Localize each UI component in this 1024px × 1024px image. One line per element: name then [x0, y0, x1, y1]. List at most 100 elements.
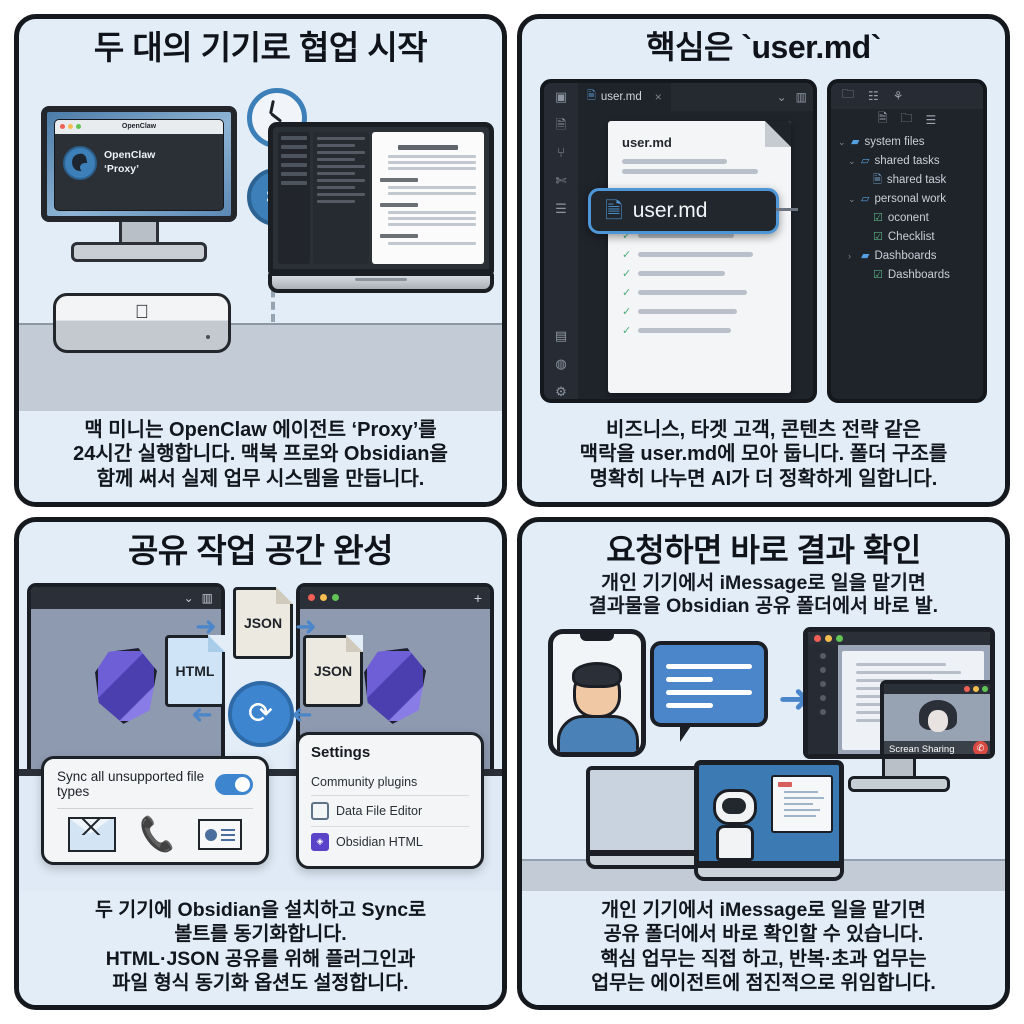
- check-icon: ✓: [622, 229, 632, 242]
- panel-2-artwork: ▣ 🗎 ⑂ ✄ ☰ ▤ ◍ ⚙ 🗎 u: [522, 69, 1005, 411]
- user-md-callout[interactable]: 🗎 user.md: [588, 187, 798, 234]
- split-pane-icon[interactable]: ▥: [201, 590, 213, 605]
- tree-item-label: shared tasks: [874, 154, 940, 167]
- folder-open-icon: ▱: [861, 154, 870, 167]
- new-tab-icon[interactable]: +: [473, 589, 482, 606]
- settings-card-title: Settings: [311, 744, 371, 762]
- panel-4-artwork: ➜: [522, 623, 1005, 892]
- vault-icon[interactable]: ▤: [554, 327, 568, 343]
- graph-icon[interactable]: ⚘: [892, 88, 904, 103]
- screen-share-window: Screan Sharing ✆: [880, 680, 990, 755]
- panel-2-title: 핵심은 `user.md`: [646, 29, 881, 65]
- contact-card-icon: [198, 819, 243, 851]
- obsidian-rail: [278, 131, 310, 264]
- close-dot-icon[interactable]: [308, 594, 315, 602]
- right-window-titlebar: +: [300, 586, 490, 609]
- checklist-icon: ☑: [873, 268, 883, 281]
- tree-item[interactable]: ☑Dashboards: [836, 266, 978, 285]
- tab-user-md[interactable]: 🗎 user.md ×: [578, 82, 671, 111]
- openclaw-logo-icon: [63, 145, 97, 180]
- call-participant-avatar: [919, 700, 957, 733]
- obsidian-left-rail: ▣ 🗎 ⑂ ✄ ☰ ▤ ◍ ⚙: [544, 82, 578, 399]
- maximize-dot-icon[interactable]: [76, 124, 81, 130]
- sidebar-toggle-icon[interactable]: ▣: [554, 88, 568, 104]
- tree-item[interactable]: ⌄ ▱ shared tasks: [836, 152, 978, 171]
- window-title: OpenClaw: [121, 123, 157, 131]
- folder-icon: ▰: [851, 135, 860, 148]
- laptop-screen: [268, 121, 494, 274]
- chevron-down-icon[interactable]: ⌄: [776, 89, 787, 104]
- callout-label: user.md: [632, 198, 708, 222]
- chevron-down-icon[interactable]: ⌄: [848, 155, 856, 166]
- chevron-down-icon[interactable]: ⌄: [183, 590, 194, 605]
- imessage-bubble: [650, 641, 768, 743]
- new-folder-icon[interactable]: 🗀: [900, 111, 913, 126]
- window-titlebar: OpenClaw: [55, 119, 223, 134]
- doc-heading-bar: [398, 144, 458, 150]
- settings-row-obsidian-html[interactable]: ◈ Obsidian HTML: [311, 826, 469, 857]
- panel-2: 핵심은 `user.md` ▣ 🗎 ⑂ ✄ ☰ ▤ ◍ ⚙: [517, 14, 1010, 507]
- imac-titlebar: [808, 632, 990, 646]
- tree-item[interactable]: ☑oconent: [836, 209, 978, 228]
- settings-gear-icon[interactable]: ⚙: [555, 383, 567, 399]
- tree-item[interactable]: 🗎shared task: [836, 171, 978, 190]
- window-content: OpenClaw ‘Proxy’: [55, 134, 223, 192]
- help-icon[interactable]: ◍: [555, 355, 567, 371]
- folder-icon: ▰: [861, 249, 870, 262]
- imac-screen: Screan Sharing ✆: [803, 627, 995, 760]
- editor-tabbar: 🗎 user.md × ⌄ ▥: [578, 82, 813, 111]
- divider: [57, 808, 253, 810]
- panel-1: 두 대의 기기로 협업 시작 OpenClaw: [14, 14, 507, 507]
- file-type-icons: 📞: [57, 815, 253, 855]
- tree-item[interactable]: ›▰Dashboards: [836, 247, 978, 266]
- folder-icon[interactable]: 🗀: [842, 87, 855, 102]
- tree-item-label: system files: [864, 135, 925, 148]
- sync-toggle-row[interactable]: Sync all unsupported file types: [57, 769, 253, 799]
- minimize-dot-icon[interactable]: [320, 594, 327, 602]
- obsidian-file-tree: [313, 131, 369, 264]
- explorer-tabbar: 🗀 ☷ ⚘: [831, 82, 983, 109]
- person-hair: [572, 662, 622, 689]
- new-file-icon[interactable]: 🗎: [555, 116, 567, 132]
- outline-icon[interactable]: ☰: [555, 200, 567, 216]
- settings-row-data-file-editor[interactable]: Data File Editor: [311, 795, 469, 826]
- obsidian-app: ▣ 🗎 ⑂ ✄ ☰ ▤ ◍ ⚙ 🗎 u: [540, 78, 987, 403]
- graph-view-icon[interactable]: ⑂: [557, 144, 565, 160]
- tree-item[interactable]: ⌄▱personal work: [836, 190, 978, 209]
- html-file-icon: HTML: [165, 634, 225, 707]
- edit-square-icon: [311, 802, 329, 821]
- settings-row-community-plugins[interactable]: Community plugins: [311, 769, 469, 795]
- imac-neck: [882, 759, 916, 777]
- close-icon[interactable]: ×: [654, 89, 662, 104]
- call-titlebar: [884, 684, 990, 695]
- sort-icon[interactable]: ☰: [925, 112, 937, 127]
- hangup-icon[interactable]: ✆: [973, 741, 988, 755]
- chevron-down-icon[interactable]: ⌄: [838, 136, 846, 147]
- panel-3-artwork: ⌄ ▥ +: [19, 573, 502, 892]
- monitor-base: [71, 241, 207, 262]
- obsidian-gem-logo-icon: [95, 648, 157, 724]
- close-dot-icon[interactable]: [60, 124, 65, 130]
- chevron-right-icon[interactable]: ›: [848, 250, 851, 261]
- tree-item[interactable]: ⌄ ▰ system files: [836, 133, 978, 152]
- checklist-icon: ☑: [873, 230, 883, 243]
- canvas-icon[interactable]: ✄: [555, 172, 567, 188]
- new-note-icon[interactable]: 🗎: [877, 111, 888, 126]
- tree-item[interactable]: ☑Checklist: [836, 228, 978, 247]
- settings-row-label: Community plugins: [311, 775, 418, 790]
- sync-toggle[interactable]: [215, 773, 253, 795]
- maximize-dot-icon[interactable]: [332, 594, 339, 602]
- json-file-right-icon: JSON: [303, 634, 363, 707]
- sync-toggle-label: Sync all unsupported file types: [57, 769, 205, 800]
- list-icon[interactable]: ☷: [868, 88, 879, 103]
- openclaw-window: OpenClaw OpenClaw ‘Proxy’: [54, 118, 224, 211]
- minimize-dot-icon[interactable]: [68, 124, 73, 130]
- split-pane-icon[interactable]: ▥: [795, 89, 807, 104]
- chevron-down-icon[interactable]: ⌄: [848, 193, 856, 204]
